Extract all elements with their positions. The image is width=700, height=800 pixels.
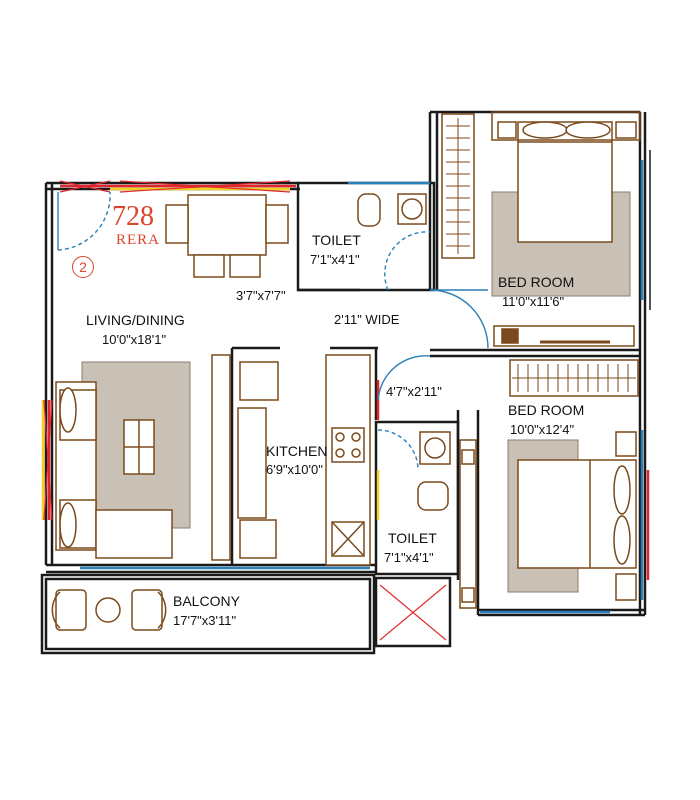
furniture bbox=[51, 111, 641, 631]
label-balcony-name: BALCONY bbox=[173, 593, 240, 609]
label-toilet-top-size: 7'1"x4'1" bbox=[310, 252, 360, 267]
unit-number-badge: 2 bbox=[72, 256, 94, 278]
label-toilet-top-name: TOILET bbox=[312, 232, 361, 248]
label-bedroom-top-size: 11'0"x11'6" bbox=[502, 294, 565, 309]
label-toilet-bottom-size: 7'1"x4'1" bbox=[384, 550, 434, 565]
balcony-table bbox=[95, 597, 121, 623]
label-living-size: 10'0"x18'1" bbox=[102, 332, 167, 347]
label-passage-small: 3'7"x7'7" bbox=[236, 288, 286, 303]
opening-markers bbox=[43, 180, 447, 641]
hob bbox=[331, 427, 365, 463]
label-kitchen-name: KITCHEN bbox=[266, 443, 328, 459]
label-lobby: 4'7"x2'11" bbox=[386, 384, 442, 399]
balcony-chair-right bbox=[131, 589, 163, 631]
wc-top bbox=[357, 193, 381, 227]
wc-bottom bbox=[417, 481, 449, 511]
doors bbox=[57, 191, 489, 471]
label-balcony-size: 17'7"x3'11" bbox=[173, 613, 237, 628]
walls bbox=[40, 110, 647, 655]
label-bedroom-bottom-size: 10'0"x12'4" bbox=[510, 422, 575, 437]
label-toilet-bottom-name: TOILET bbox=[388, 530, 437, 546]
kitchen-counter-left bbox=[211, 354, 231, 561]
label-bedroom-bottom-name: BED ROOM bbox=[508, 402, 585, 418]
label-passage-wide: 2'11" WIDE bbox=[334, 312, 400, 327]
balcony-chair-left bbox=[55, 589, 87, 631]
label-living-name: LIVING/DINING bbox=[86, 312, 185, 328]
dining-table bbox=[187, 194, 267, 256]
label-kitchen-size: 6'9"x10'0" bbox=[266, 462, 323, 477]
label-bedroom-top-name: BED ROOM bbox=[498, 274, 575, 290]
area-badge-type: RERA bbox=[116, 232, 161, 248]
windows bbox=[41, 150, 651, 614]
area-badge: 728 bbox=[112, 201, 154, 232]
